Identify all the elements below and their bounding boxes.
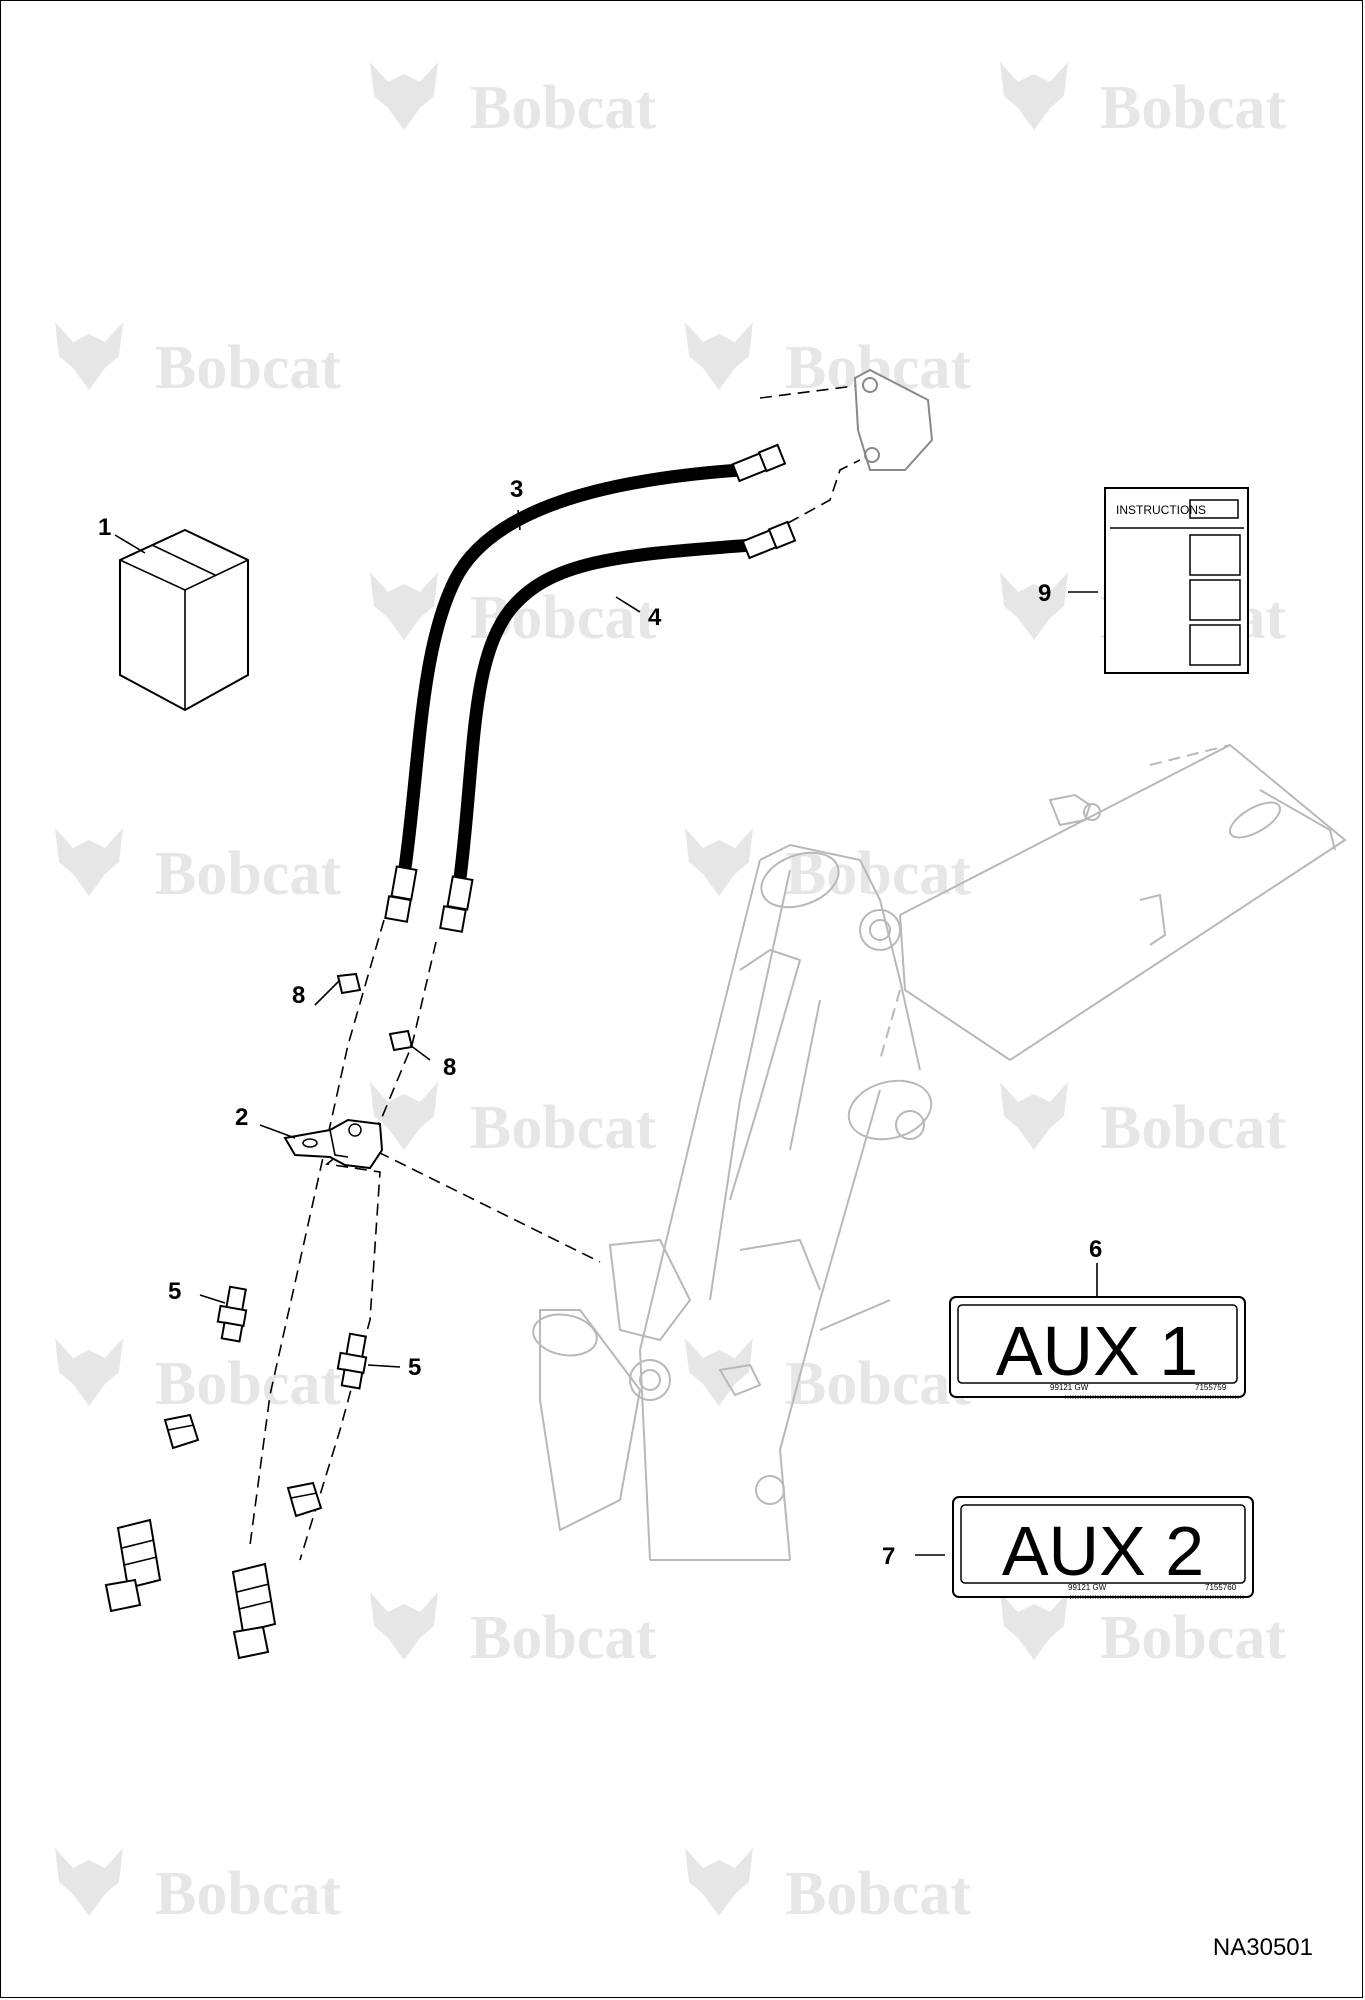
callout-5a: 5 <box>168 1278 181 1305</box>
decal-aux-1-text: AUX 1 <box>996 1312 1198 1390</box>
hose-fitting-bottom <box>439 875 474 933</box>
hose-4 <box>453 538 759 885</box>
hose-3 <box>398 463 747 875</box>
callout-8a: 8 <box>292 982 305 1009</box>
watermark-tile: Bobcat <box>370 1592 656 1672</box>
quick-coupler <box>231 1562 277 1660</box>
hose-fitting-top <box>741 520 797 560</box>
assembly-lines <box>249 383 871 1561</box>
drawing-number: NA30501 <box>1212 1934 1313 1961</box>
decal-aux-2-code-left: 99121 GW <box>1068 1583 1107 1592</box>
watermark-tile: Bobcat <box>370 1082 656 1162</box>
watermark-text: Bobcat <box>155 840 341 908</box>
watermark-text: Bobcat <box>470 1604 656 1672</box>
callout-9: 9 <box>1038 580 1051 607</box>
dust-cap <box>286 1481 323 1518</box>
watermark-text: Bobcat <box>155 1860 341 1928</box>
quick-coupler <box>104 1518 162 1613</box>
watermark-tile: Bobcat <box>685 1338 971 1418</box>
hose-fitting-top <box>731 443 787 483</box>
upper-mount-bracket <box>853 368 934 471</box>
decal-aux-1-code-right: 7155759 <box>1195 1383 1227 1392</box>
mounting-bracket <box>283 1118 384 1170</box>
watermark-tile: Bobcat <box>55 322 341 402</box>
watermark-text: Bobcat <box>1100 1094 1286 1162</box>
manual-title: INSTRUCTIONS <box>1116 503 1206 517</box>
callout-4: 4 <box>648 604 662 631</box>
watermark-text: Bobcat <box>155 1350 341 1418</box>
loader-arm-reference <box>532 743 1347 1561</box>
watermark-text: Bobcat <box>470 1094 656 1162</box>
adapter-fitting <box>336 1332 368 1390</box>
callouts: 1 2 3 4 5 5 6 7 8 8 9 <box>98 476 1102 1570</box>
leader-lines <box>114 509 1098 1556</box>
watermark-tile: Bobcat <box>1000 1082 1286 1162</box>
watermark-tile: Bobcat <box>685 828 971 908</box>
callout-3: 3 <box>510 476 523 503</box>
watermark-tile: Bobcat <box>685 1848 971 1928</box>
hose-assembly <box>384 443 797 933</box>
callout-1: 1 <box>98 514 111 541</box>
adapter-fitting <box>216 1285 248 1343</box>
watermark-tile: Bobcat <box>55 828 341 908</box>
decal-aux-2-code-right: 7155760 <box>1205 1583 1237 1592</box>
watermark-text: Bobcat <box>785 1860 971 1928</box>
callout-8b: 8 <box>443 1054 456 1081</box>
kit-box <box>119 528 249 712</box>
watermark-text: Bobcat <box>1100 1604 1286 1672</box>
callout-5b: 5 <box>408 1354 421 1381</box>
callout-2: 2 <box>235 1104 248 1131</box>
watermark-layer: Bobcat Bobcat Bobcat Bobcat Bobcat Bobca… <box>55 62 1286 1928</box>
decal-aux-2-text: AUX 2 <box>1002 1512 1204 1590</box>
callout-7: 7 <box>882 1543 895 1570</box>
instruction-manual: INSTRUCTIONS <box>1104 487 1249 674</box>
watermark-text: Bobcat <box>785 1350 971 1418</box>
hex-nut <box>336 972 362 995</box>
callout-6: 6 <box>1089 1236 1102 1263</box>
watermark-tile: Bobcat <box>370 62 656 142</box>
hose-fitting-bottom <box>384 865 418 923</box>
watermark-text: Bobcat <box>470 74 656 142</box>
decal-aux-1-code-left: 99121 GW <box>1050 1383 1089 1392</box>
dust-cap <box>163 1413 200 1450</box>
watermark-tile: Bobcat <box>1000 1592 1286 1672</box>
hex-nut <box>388 1029 414 1052</box>
watermark-text: Bobcat <box>1100 74 1286 142</box>
decal-aux-1: AUX 1 99121 GW 7155759 <box>949 1296 1246 1399</box>
watermark-tile: Bobcat <box>55 1338 341 1418</box>
watermark-tile: Bobcat <box>55 1848 341 1928</box>
decal-aux-2: AUX 2 99121 GW 7155760 <box>952 1496 1254 1599</box>
watermark-tile: Bobcat <box>1000 62 1286 142</box>
watermark-text: Bobcat <box>155 334 341 402</box>
